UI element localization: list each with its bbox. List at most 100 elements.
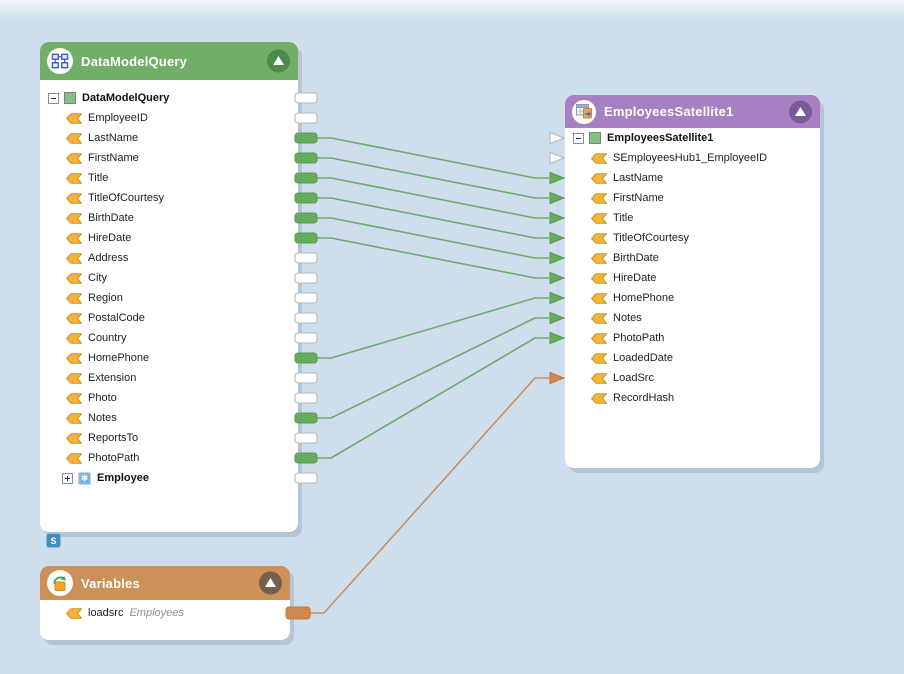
output-port-PostalCode[interactable] [294, 312, 318, 324]
panel-employeessatellite1-header[interactable]: EmployeesSatellite1 [565, 95, 820, 128]
output-port-Notes[interactable] [294, 412, 318, 424]
collapse-button[interactable] [267, 49, 290, 73]
panel-datamodelquery[interactable]: DataModelQuery DataModelQuery EmployeeID… [40, 42, 298, 532]
output-port-BirthDate[interactable] [294, 212, 318, 224]
field-row-ReportsTo[interactable]: ReportsTo [40, 428, 298, 448]
column-icon [66, 312, 82, 324]
output-port-FirstName[interactable] [294, 152, 318, 164]
output-port-City[interactable] [294, 272, 318, 284]
field-row-DataModelQuery[interactable]: DataModelQuery [40, 88, 298, 108]
input-port-Notes[interactable] [549, 311, 566, 325]
column-icon [66, 132, 82, 144]
field-row-FirstName[interactable]: FirstName [565, 188, 820, 208]
connection-TitleOfCourtesy-to-TitleOfCourtesy[interactable] [317, 197, 549, 239]
input-port-FirstName[interactable] [549, 191, 566, 205]
field-row-BirthDate[interactable]: BirthDate [40, 208, 298, 228]
field-row-EmployeeID[interactable]: EmployeeID [40, 108, 298, 128]
satellite-table-icon [572, 99, 596, 124]
field-row-BirthDate[interactable]: BirthDate [565, 248, 820, 268]
column-icon [66, 292, 82, 304]
collapse-button[interactable] [259, 571, 282, 595]
field-row-LoadSrc[interactable]: LoadSrc [565, 368, 820, 388]
field-row-HomePhone[interactable]: HomePhone [565, 288, 820, 308]
column-icon [66, 252, 82, 264]
input-port-TitleOfCourtesy[interactable] [549, 231, 566, 245]
field-row-LoadedDate[interactable]: LoadedDate [565, 348, 820, 368]
input-port-BirthDate[interactable] [549, 251, 566, 265]
input-port-PhotoPath[interactable] [549, 331, 566, 345]
connection-Notes-to-Notes[interactable] [317, 317, 549, 419]
input-port-HomePhone[interactable] [549, 291, 566, 305]
connection-loadsrc-to-LoadSrc[interactable] [310, 377, 549, 614]
output-port-Country[interactable] [294, 332, 318, 344]
connection-HireDate-to-HireDate[interactable] [317, 237, 549, 279]
field-row-Notes[interactable]: Notes [40, 408, 298, 428]
field-row-HireDate[interactable]: HireDate [40, 228, 298, 248]
output-port-PhotoPath[interactable] [294, 452, 318, 464]
field-row-HomePhone[interactable]: HomePhone [40, 348, 298, 368]
field-label: Notes [88, 412, 117, 424]
output-port-HomePhone[interactable] [294, 352, 318, 364]
connection-FirstName-to-FirstName[interactable] [317, 157, 549, 199]
field-row-City[interactable]: City [40, 268, 298, 288]
field-row-PostalCode[interactable]: PostalCode [40, 308, 298, 328]
field-label: Title [613, 212, 634, 224]
collapse-button[interactable] [789, 100, 812, 123]
output-port-LastName[interactable] [294, 132, 318, 144]
output-port-DataModelQuery[interactable] [294, 92, 318, 104]
field-row-SEmployeesHub1_EmployeeID[interactable]: SEmployeesHub1_EmployeeID [565, 148, 820, 168]
stage-badge[interactable]: S [46, 533, 61, 548]
field-row-LastName[interactable]: LastName [565, 168, 820, 188]
field-row-Employee[interactable]: ✱Employee [40, 468, 298, 488]
field-row-FirstName[interactable]: FirstName [40, 148, 298, 168]
field-row-Address[interactable]: Address [40, 248, 298, 268]
connection-PhotoPath-to-PhotoPath[interactable] [317, 337, 549, 459]
panel-variables-header[interactable]: Variables [40, 566, 290, 600]
connection-LastName-to-LastName[interactable] [317, 137, 549, 179]
field-row-TitleOfCourtesy[interactable]: TitleOfCourtesy [565, 228, 820, 248]
output-port-HireDate[interactable] [294, 232, 318, 244]
output-port-Address[interactable] [294, 252, 318, 264]
input-port-HireDate[interactable] [549, 271, 566, 285]
output-port-Photo[interactable] [294, 392, 318, 404]
column-icon [591, 392, 607, 404]
field-row-TitleOfCourtesy[interactable]: TitleOfCourtesy [40, 188, 298, 208]
connection-BirthDate-to-BirthDate[interactable] [317, 217, 549, 259]
field-row-PhotoPath[interactable]: PhotoPath [40, 448, 298, 468]
output-port-EmployeeID[interactable] [294, 112, 318, 124]
panel-title: EmployeesSatellite1 [604, 104, 734, 119]
field-row-HireDate[interactable]: HireDate [565, 268, 820, 288]
connection-HomePhone-to-HomePhone[interactable] [317, 297, 549, 359]
field-row-Title[interactable]: Title [40, 168, 298, 188]
field-row-EmployeesSatellite1[interactable]: EmployeesSatellite1 [565, 128, 820, 148]
field-row-Extension[interactable]: Extension [40, 368, 298, 388]
field-row-RecordHash[interactable]: RecordHash [565, 388, 820, 408]
output-port-ReportsTo[interactable] [294, 432, 318, 444]
output-port-Employee[interactable] [294, 472, 318, 484]
input-port-Title[interactable] [549, 211, 566, 225]
output-port-Extension[interactable] [294, 372, 318, 384]
field-row-Photo[interactable]: Photo [40, 388, 298, 408]
panel-employeessatellite1[interactable]: EmployeesSatellite1 EmployeesSatellite1 … [565, 95, 820, 468]
output-port-TitleOfCourtesy[interactable] [294, 192, 318, 204]
collapse-expander-icon[interactable] [573, 132, 584, 144]
field-row-Region[interactable]: Region [40, 288, 298, 308]
field-row-PhotoPath[interactable]: PhotoPath [565, 328, 820, 348]
expand-expander-icon[interactable] [62, 472, 73, 484]
input-port-LoadSrc[interactable] [549, 371, 566, 385]
panel-datamodelquery-header[interactable]: DataModelQuery [40, 42, 298, 80]
input-port-SEmployeesHub1_EmployeeID[interactable] [549, 151, 566, 165]
output-port-Region[interactable] [294, 292, 318, 304]
collapse-expander-icon[interactable] [48, 92, 59, 104]
column-icon [591, 172, 607, 184]
input-port-LastName[interactable] [549, 171, 566, 185]
field-row-Country[interactable]: Country [40, 328, 298, 348]
field-row-Title[interactable]: Title [565, 208, 820, 228]
field-row-LastName[interactable]: LastName [40, 128, 298, 148]
output-port-Title[interactable] [294, 172, 318, 184]
input-port-EmployeesSatellite1[interactable] [549, 131, 566, 145]
connection-Title-to-Title[interactable] [317, 177, 549, 219]
field-row-Notes[interactable]: Notes [565, 308, 820, 328]
